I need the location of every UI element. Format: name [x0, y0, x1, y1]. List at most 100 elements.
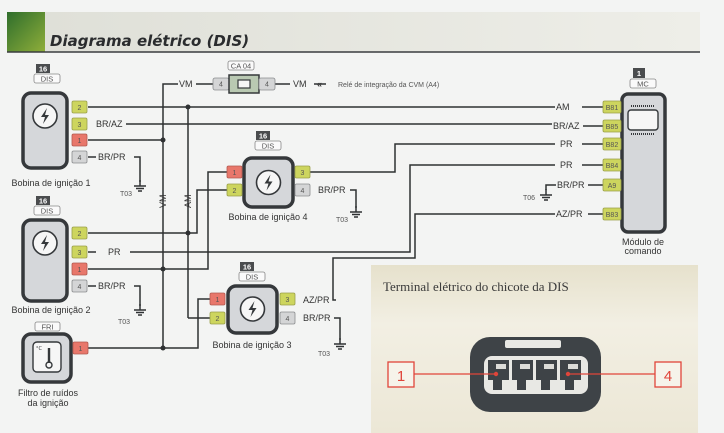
pin-label: 2	[233, 188, 237, 195]
lightning-icon	[255, 169, 282, 196]
page-title: Diagrama elétrico (DIS)	[50, 32, 249, 50]
header-band	[45, 12, 700, 52]
component-number: 16	[259, 132, 267, 141]
connector-pin: 4	[265, 82, 269, 89]
wire-label-pr: PR	[108, 247, 121, 257]
pin-label: 1	[233, 170, 237, 177]
wire-label-br-pr: BR/PR	[557, 180, 585, 190]
pin-label: 2	[216, 316, 220, 323]
pin-label: 4	[286, 316, 290, 323]
component-label: Bobina de ignição 1	[11, 178, 90, 188]
terminal-panel-title: Terminal elétrico do chicote da DIS	[383, 279, 569, 294]
ignition-coil-2: 16 DIS 2 3 1 4 Bobina de ignição 2	[11, 196, 91, 315]
component-label: Filtro de ruídos	[18, 388, 79, 398]
terminal-panel: Terminal elétrico do chicote da DIS 1 4	[371, 265, 698, 433]
component-code: DIS	[262, 142, 275, 151]
pin-label: 1	[79, 346, 83, 353]
wire-labels: VM VM BR/AZ BR/PR AM BR/AZ PR PR BR/PR A…	[96, 79, 585, 323]
component-label: comando	[624, 246, 661, 256]
ground-icon	[349, 205, 363, 218]
wire-label-vm: VM	[293, 79, 307, 89]
pin-label: B85	[606, 124, 619, 131]
relay-reference: Relé de integração da CVM (A4)	[338, 82, 439, 89]
pin-label: 3	[286, 297, 290, 304]
wire-label-vm-vertical: VM	[158, 195, 168, 209]
wires	[88, 83, 604, 351]
pin-label: 3	[78, 122, 82, 129]
component-label: Bobina de ignição 4	[228, 212, 307, 222]
pin-label: 1	[78, 267, 82, 274]
arrow-icon: «	[317, 79, 322, 89]
connector-illustration	[470, 337, 601, 412]
lightning-icon	[32, 103, 58, 129]
pin-label: 1	[78, 138, 82, 145]
ground-icon	[333, 337, 347, 350]
pin-label: B82	[606, 142, 619, 149]
wire-label-br-pr: BR/PR	[318, 185, 346, 195]
lightning-icon	[239, 296, 266, 322]
pin-callout-label: 4	[664, 368, 672, 385]
pin-label: 4	[78, 284, 82, 291]
connector-code: CA 04	[231, 62, 251, 71]
wire-label-br-pr: BR/PR	[98, 152, 126, 162]
wire-label-am-vertical: AM	[183, 195, 193, 209]
component-code: DIS	[246, 273, 259, 282]
wire-label-vm: VM	[179, 79, 193, 89]
pin-label: 4	[78, 155, 82, 162]
component-label: Bobina de ignição 3	[212, 340, 291, 350]
wire-label-br-az: BR/AZ	[96, 119, 123, 129]
wire-label-br-pr: BR/PR	[98, 281, 126, 291]
lightning-icon	[32, 230, 58, 256]
ground-label: T03	[336, 217, 348, 224]
ground-icon	[133, 303, 147, 316]
component-code: DIS	[41, 207, 54, 216]
ignition-coil-3: 16 DIS 1 2 3 4 Bobina de ignição 3	[209, 262, 296, 350]
component-label: da ignição	[27, 398, 68, 408]
ignition-noise-filter: FRI °C 1 Filtro de ruídos da ignição	[18, 321, 89, 408]
wire-label-az-pr: AZ/PR	[556, 209, 583, 219]
component-number: 16	[39, 65, 47, 74]
ground-label: T06	[523, 195, 535, 202]
pin-label: B83	[606, 212, 619, 219]
component-code: MC	[637, 80, 649, 89]
pin-label: B81	[606, 105, 619, 112]
component-number: 1	[637, 69, 641, 78]
pin-label: 1	[216, 297, 220, 304]
component-number: 16	[243, 263, 251, 272]
ground-label: T03	[120, 191, 132, 198]
ground-icon	[539, 188, 553, 201]
connector-ca04: CA 04 4 4 « Relé de integração da CVM (A…	[212, 60, 439, 94]
header-accent	[7, 12, 45, 52]
pin-callout-4	[654, 361, 682, 388]
ignition-coil-4: 16 DIS 1 2 3 4 Bobina de ignição 4	[226, 131, 311, 222]
component-code: FRI	[41, 323, 53, 332]
chip-icon	[627, 105, 659, 135]
wire-label-br-pr: BR/PR	[303, 313, 331, 323]
unit-label: °C	[36, 346, 43, 352]
pin-label: 2	[78, 231, 82, 238]
component-label: Bobina de ignição 2	[11, 305, 90, 315]
wire-label-pr: PR	[560, 160, 573, 170]
pin-callout-1	[387, 361, 415, 388]
pin-label: A9	[608, 183, 617, 190]
header: Diagrama elétrico (DIS)	[7, 12, 700, 53]
component-code: DIS	[41, 75, 54, 84]
wire-label-br-az: BR/AZ	[553, 121, 580, 131]
ground-icon	[133, 179, 147, 192]
pin-label: 2	[78, 105, 82, 112]
pin-label: 3	[301, 170, 305, 177]
connector-pin: 4	[219, 82, 223, 89]
wire-label-pr: PR	[560, 139, 573, 149]
command-module: 1 MC B81 B85 B82 B84 A9 B83 Módulo de co…	[602, 68, 667, 256]
thermometer-icon: °C	[32, 341, 62, 373]
component-number: 16	[39, 197, 47, 206]
pin-callout-label: 1	[397, 368, 405, 385]
ground-label: T03	[118, 319, 130, 326]
pin-label: 3	[78, 250, 82, 257]
pin-label: 4	[301, 188, 305, 195]
component-label: Módulo de	[622, 237, 664, 247]
wire-label-az-pr: AZ/PR	[303, 295, 330, 305]
pin-label: B84	[606, 163, 619, 170]
wire-label-am: AM	[556, 102, 570, 112]
